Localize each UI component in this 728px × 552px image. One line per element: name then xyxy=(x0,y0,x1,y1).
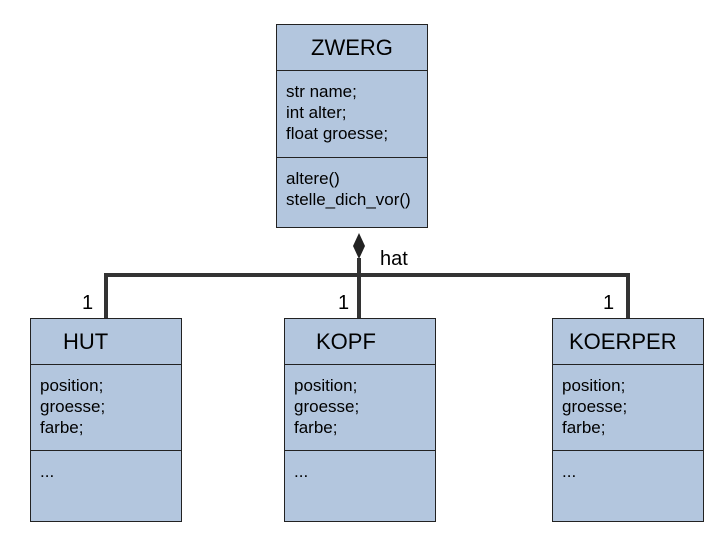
attribute: farbe; xyxy=(294,418,338,437)
class-name: HUT xyxy=(31,319,181,365)
composition-diamond-icon xyxy=(353,233,365,259)
method: ... xyxy=(40,462,55,481)
method-list: ... xyxy=(553,451,703,482)
attribute: position; xyxy=(40,376,104,395)
method-list: ... xyxy=(31,451,181,482)
attribute-list: position; groesse; farbe; xyxy=(285,365,435,451)
multiplicity-hut: 1 xyxy=(82,292,94,314)
attribute: groesse; xyxy=(294,397,360,416)
method: ... xyxy=(294,462,309,481)
attribute: farbe; xyxy=(40,418,84,437)
attribute: groesse; xyxy=(562,397,628,416)
class-name: KOPF xyxy=(285,319,435,365)
attribute: farbe; xyxy=(562,418,606,437)
class-zwerg: ZWERG str name; int alter; float groesse… xyxy=(276,24,428,228)
attribute-list: position; groesse; farbe; xyxy=(553,365,703,451)
class-name: KOERPER xyxy=(553,319,703,365)
attribute: groesse; xyxy=(40,397,106,416)
attribute-list: str name; int alter; float groesse; xyxy=(277,71,427,158)
method: ... xyxy=(562,462,577,481)
attribute: str name; xyxy=(286,82,357,101)
method: altere() xyxy=(286,169,340,188)
attribute: position; xyxy=(294,376,358,395)
method: stelle_dich_vor() xyxy=(286,190,411,209)
method-list: altere() stelle_dich_vor() xyxy=(277,158,427,210)
multiplicity-kopf: 1 xyxy=(338,292,350,314)
attribute: int alter; xyxy=(286,103,347,122)
class-koerper: KOERPER position; groesse; farbe; ... xyxy=(552,318,704,522)
multiplicity-koerper: 1 xyxy=(603,292,615,314)
class-hut: HUT position; groesse; farbe; ... xyxy=(30,318,182,522)
method-list: ... xyxy=(285,451,435,482)
class-kopf: KOPF position; groesse; farbe; ... xyxy=(284,318,436,522)
class-name: ZWERG xyxy=(277,25,427,71)
association-label: hat xyxy=(380,248,408,270)
attribute-list: position; groesse; farbe; xyxy=(31,365,181,451)
attribute: position; xyxy=(562,376,626,395)
attribute: float groesse; xyxy=(286,124,389,143)
